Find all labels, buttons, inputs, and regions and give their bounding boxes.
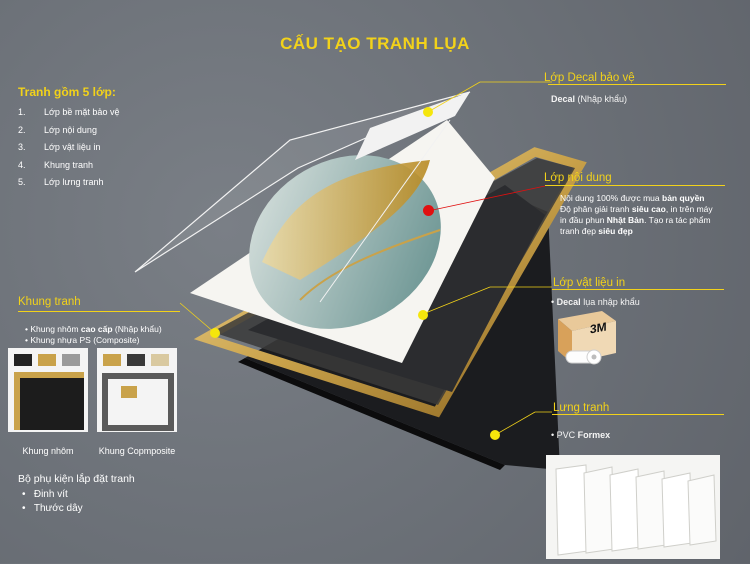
page-title: CẤU TẠO TRANH LỤA [280,34,470,53]
decal-marker-dot [423,107,433,117]
material-desc: • Decal lụa nhập khẩu [551,297,640,307]
frame-desc: • Khung nhôm cao cấp (Nhập khẩu) • Khung… [25,324,162,346]
3m-logo: 3M [590,319,607,337]
composite-frame-caption: Khung Copmposite [98,446,176,456]
accessories-heading: Bộ phụ kiện lắp đặt tranh [18,473,135,485]
list-item: • Thước dây [22,503,83,514]
composite-frame-image [97,348,177,432]
frame-bullet: • Khung nhựa PS (Composite) [25,335,140,345]
list-item: 2.Lớp nội dung [18,124,97,135]
layers-list: 1.Lớp bề mặt bảo vệ 2.Lớp nội dung 3.Lớp… [18,104,119,192]
decal-edge-line [319,119,451,303]
content-line: tranh đẹp siêu đẹp [560,226,633,236]
content-heading: Lớp nội dung [544,172,612,184]
list-item: 4.Khung tranh [18,159,94,170]
3m-roll-image: 3M [554,311,620,371]
artwork-gold-tree [262,160,430,280]
pvc-boards-image [546,455,720,559]
accessories-list: • Đinh vít • Thước dây [22,488,83,516]
content-marker-dot [423,205,434,216]
list-item: • Đinh vít [22,489,68,500]
frame-bullet: • Khung nhôm cao cấp (Nhập khẩu) [25,324,162,334]
material-marker-dot [418,310,428,320]
back-panel-edge [238,358,505,470]
back-heading: Lưng tranh [553,402,610,414]
list-item: 1.Lớp bề mặt bảo vệ [18,107,120,117]
back-desc: • PVC Formex [551,430,611,440]
content-desc: Nội dung 100% được mua bản quyền Độ phân… [560,193,745,237]
frame-marker-dot [210,328,220,338]
content-line: Độ phân giải tranh siêu cao, in trên máy [560,204,713,214]
decal-corner [355,92,470,160]
decal-desc: Decal (Nhập khẩu) [551,94,628,104]
frame-heading: Khung tranh [18,296,81,308]
list-item: 3.Lớp vật liệu in [18,142,101,152]
layers-heading: Tranh gồm 5 lớp: [18,85,116,99]
material-heading: Lớp vật liệu in [553,277,626,289]
back-marker-dot [490,430,500,440]
content-line: Nội dung 100% được mua bản quyền [560,193,705,203]
decal-heading: Lớp Decal bảo vệ [544,72,635,84]
content-line: in đầu phun Nhật Bản. Tạo ra tác phẩm [560,215,711,225]
aluminum-frame-caption: Khung nhôm [22,446,74,456]
list-item: 5.Lớp lưng tranh [18,177,104,187]
aluminum-frame-image [8,348,88,432]
